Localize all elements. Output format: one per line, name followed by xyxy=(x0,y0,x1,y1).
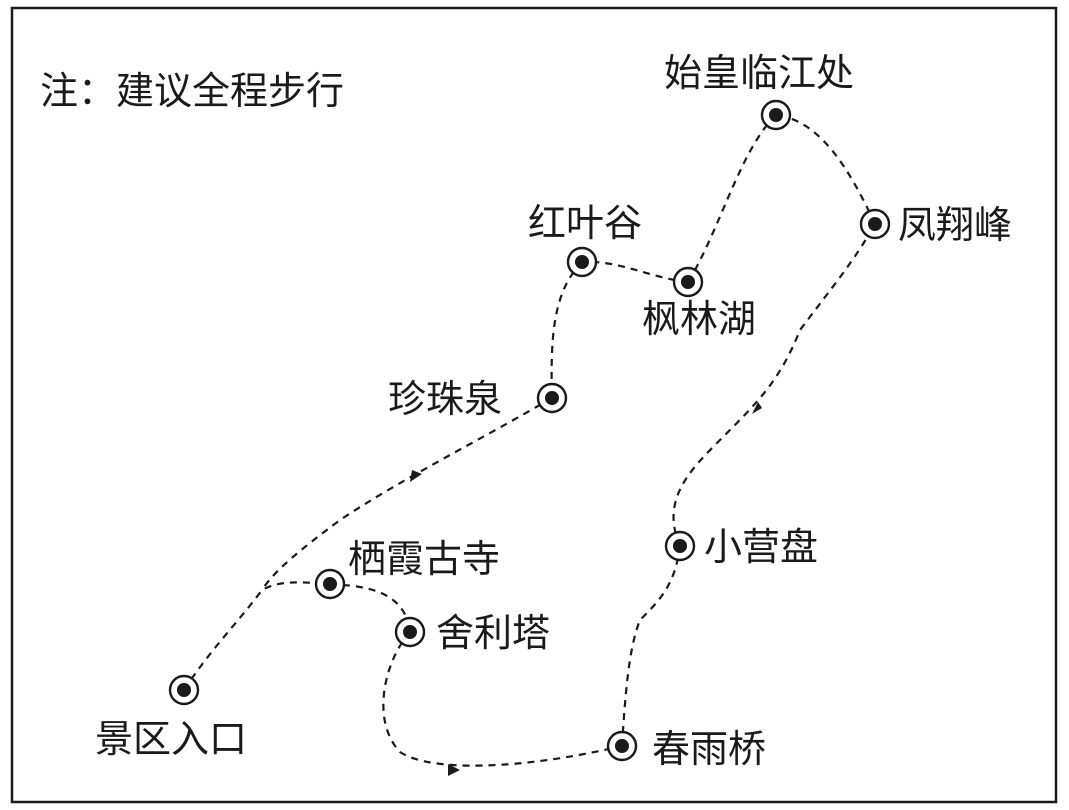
marker-zhenzhu-spring[interactable] xyxy=(536,382,568,414)
arrow-head xyxy=(410,470,422,482)
route-zhenzhu-to-entrance xyxy=(261,397,553,591)
label-sheli-pagoda: 舍利塔 xyxy=(436,611,550,655)
label-shihuang-riverside: 始皇临江处 xyxy=(664,51,854,95)
label-hongye-valley: 红叶谷 xyxy=(528,201,642,245)
route-sheli-to-chunyu xyxy=(382,631,623,767)
route-hongye-to-zhenzhu xyxy=(550,261,583,399)
marker-entrance[interactable] xyxy=(168,674,200,706)
label-xiaoying-pan: 小营盘 xyxy=(704,525,818,569)
route-fengxiang-to-shihuang xyxy=(775,113,876,225)
marker-sheli-pagoda[interactable] xyxy=(394,616,426,648)
marker-xiaoying-pan[interactable] xyxy=(664,530,696,562)
marker-hongye-valley[interactable] xyxy=(566,246,598,278)
route-lines xyxy=(183,113,876,767)
map-frame xyxy=(10,6,1058,804)
route-fenglin-to-hongye xyxy=(581,260,689,284)
arrow-head xyxy=(752,402,762,414)
route-arrows xyxy=(410,402,762,776)
route-shihuang-to-fenglin xyxy=(687,114,777,283)
marker-shihuang-riverside[interactable] xyxy=(760,99,792,131)
marker-chunyu-bridge[interactable] xyxy=(606,730,638,762)
route-entrance-to-qixia xyxy=(183,581,331,691)
label-qixia-temple: 栖霞古寺 xyxy=(348,537,500,581)
label-chunyu-bridge: 春雨桥 xyxy=(652,727,766,771)
label-zhenzhu-spring: 珍珠泉 xyxy=(388,377,502,421)
route-xiaoying-to-fengxiang xyxy=(672,223,876,547)
arrow-head xyxy=(448,764,460,776)
label-fengxiang-peak: 凤翔峰 xyxy=(898,203,1012,247)
note-text: 注：建议全程步行 xyxy=(40,69,344,113)
label-fenglin-lake: 枫林湖 xyxy=(642,297,756,341)
route-chunyu-to-xiaoying xyxy=(620,545,682,747)
marker-fengxiang-peak[interactable] xyxy=(859,208,891,240)
label-entrance: 景区入口 xyxy=(95,717,247,761)
marker-qixia-temple[interactable] xyxy=(314,568,346,600)
marker-fenglin-lake[interactable] xyxy=(672,266,704,298)
